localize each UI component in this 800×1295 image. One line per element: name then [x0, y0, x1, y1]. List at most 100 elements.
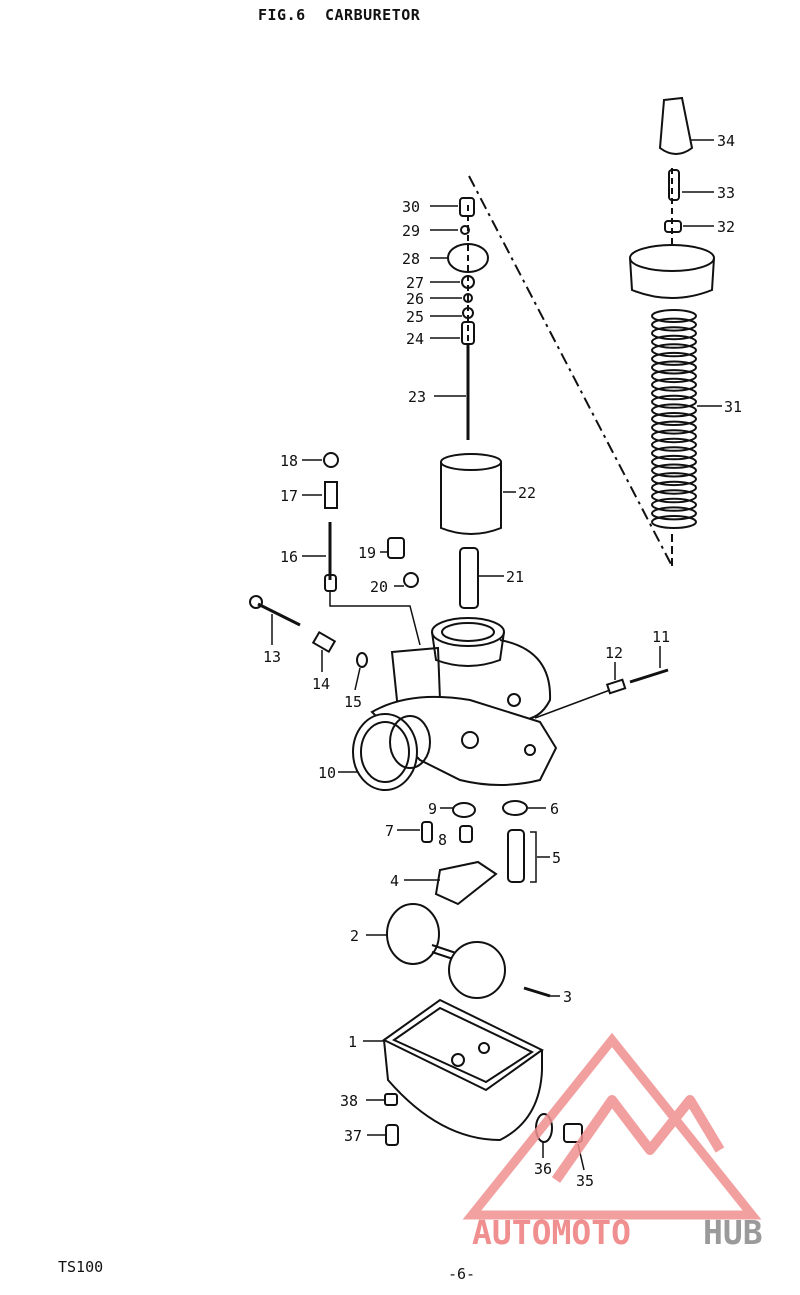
callout-34: 34: [717, 132, 735, 150]
figure-title: CARBURETOR: [325, 6, 421, 24]
spring-coil: [651, 437, 697, 452]
callout-labels: 34 33 32 31 30 29 28 27 26 25 24 23 22 2…: [263, 132, 742, 1190]
callout-11: 11: [652, 628, 670, 646]
spring-coil: [651, 480, 697, 495]
needle-jet-part: [459, 547, 479, 609]
watermark-brand-secondary: HUB: [703, 1213, 763, 1252]
spring-coil: [651, 360, 697, 375]
cable-adjuster-part: [668, 169, 680, 201]
cable-spring-part: [324, 481, 338, 509]
choke-plunger-part: [324, 574, 337, 592]
needle-screw-part: [459, 197, 475, 217]
watermark-brand-primary: AUTOMOTO: [472, 1213, 631, 1252]
callout-23: 23: [408, 388, 426, 406]
callout-20: 20: [370, 578, 388, 596]
callout-24: 24: [406, 330, 424, 348]
spring-coil: [651, 403, 697, 418]
drain-washer-part: [384, 1093, 398, 1106]
idle-screw-part: [387, 537, 405, 559]
spring-coil: [651, 326, 697, 341]
callout-25: 25: [406, 308, 424, 326]
needle-valve-gasket: [502, 800, 528, 816]
spring-coil: [651, 489, 697, 504]
callout-1: 1: [348, 1033, 357, 1051]
spring-coil: [651, 472, 697, 487]
throttle-valve-top: [440, 453, 502, 471]
assembly-line-cable: [329, 590, 421, 646]
needle-spring-seat: [461, 321, 475, 345]
callout-16: 16: [280, 548, 298, 566]
main-jet-washer: [452, 802, 476, 818]
air-screw-spring: [311, 630, 337, 654]
spring-coil: [651, 497, 697, 512]
needle-washer: [462, 307, 474, 319]
carburetor-body-part: [352, 617, 558, 791]
callout-5: 5: [552, 849, 561, 867]
spring-coil: [651, 506, 697, 521]
callout-12: 12: [605, 644, 623, 662]
callout-15: 15: [344, 693, 362, 711]
watermark-logo: [462, 1032, 762, 1220]
washer-part: [403, 572, 419, 588]
callout-38: 38: [340, 1092, 358, 1110]
needle-clip-b: [463, 293, 473, 303]
spring-coil: [651, 446, 697, 461]
callout-37: 37: [344, 1127, 362, 1145]
callout-10: 10: [318, 764, 336, 782]
callout-31: 31: [724, 398, 742, 416]
spring-coil: [651, 454, 697, 469]
spring-coil: [651, 412, 697, 426]
callout-14: 14: [312, 675, 330, 693]
drain-plug-part: [385, 1124, 399, 1146]
float-pin-part: [523, 986, 551, 998]
callout-8: 8: [438, 831, 447, 849]
callout-28: 28: [402, 250, 420, 268]
spring-coil: [651, 463, 697, 478]
spring-coil: [651, 394, 697, 409]
callout-4: 4: [390, 872, 399, 890]
needle-valve-part: [507, 829, 525, 883]
air-screw-head: [249, 595, 263, 609]
spring-coil: [651, 420, 697, 435]
top-cap-body: [629, 257, 715, 299]
model-code: TS100: [58, 1258, 104, 1276]
lock-nut-part: [664, 220, 682, 233]
callout-18: 18: [280, 452, 298, 470]
throttle-valve-body: [440, 462, 502, 535]
cable-cap-part: [323, 452, 339, 468]
rubber-cap-part: [658, 96, 694, 155]
callout-35: 35: [576, 1172, 594, 1190]
watermark-m-shape: [551, 1095, 725, 1183]
needle-washer-small: [460, 225, 470, 235]
callout-13: 13: [263, 648, 281, 666]
float-part: [386, 903, 506, 999]
spring-coil: [651, 351, 697, 366]
throttle-stop-spring: [605, 678, 627, 695]
spring-coil: [651, 515, 697, 529]
callout-33: 33: [717, 184, 735, 202]
callout-27: 27: [406, 274, 424, 292]
callout-7: 7: [385, 822, 394, 840]
callout-36: 36: [534, 1160, 552, 1178]
callout-32: 32: [717, 218, 735, 236]
watermark-triangle-outer: [462, 1032, 762, 1220]
throttle-stop-screw: [629, 668, 669, 684]
callout-26: 26: [406, 290, 424, 308]
pilot-jet-part: [421, 821, 433, 843]
spring-coil: [651, 309, 697, 323]
spring-coil: [651, 343, 697, 358]
spring-coil: [651, 386, 697, 401]
bracket-5: [530, 831, 537, 883]
callout-6: 6: [550, 800, 559, 818]
o-ring-part: [356, 652, 368, 668]
float-chamber-part: [382, 998, 544, 1142]
spring-coil: [651, 369, 697, 384]
needle-clip-a: [461, 275, 475, 289]
float-arm-part: [434, 860, 498, 906]
callout-3: 3: [563, 988, 572, 1006]
air-screw-part: [257, 602, 301, 627]
callout-2: 2: [350, 927, 359, 945]
callout-17: 17: [280, 487, 298, 505]
